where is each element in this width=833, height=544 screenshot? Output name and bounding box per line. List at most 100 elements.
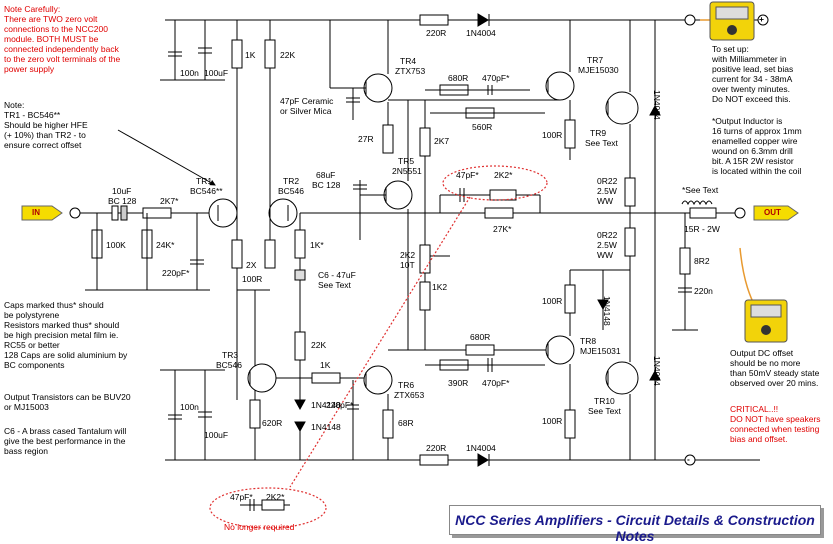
label-tr2-part: BC546 xyxy=(278,186,304,196)
label-r68r: 68R xyxy=(398,418,414,428)
label-pot: 2K2 xyxy=(400,250,416,260)
note-line: Should be higher HFE xyxy=(4,120,88,130)
note-c6: C6 - A brass cased Tantalum will give th… xyxy=(4,426,126,456)
note-line: Note Carefully: xyxy=(4,4,61,14)
label-tr7: TR7 xyxy=(587,55,604,65)
note-line: BC components xyxy=(4,360,65,370)
label-r0r22b: 0R22 xyxy=(597,230,618,240)
label-r100r-ltp: 100R xyxy=(242,274,263,284)
note-line: or MJ15003 xyxy=(4,402,49,412)
note-line: TR1 - BC546** xyxy=(4,110,61,120)
output-label: OUT xyxy=(764,208,781,217)
label-tr8-part: MJE15031 xyxy=(580,346,621,356)
label-c47s: 47pF* xyxy=(456,170,479,180)
note-line: 16 turns of approx 1mm xyxy=(712,126,802,136)
voltmeter-icon xyxy=(744,299,788,343)
label-r0r22a-type: WW xyxy=(597,196,614,206)
label-tr3: TR3 xyxy=(222,350,239,360)
wires xyxy=(69,13,769,511)
label-d4148b: 1N4148 xyxy=(311,422,341,432)
label-c470-top: 470pF* xyxy=(482,73,510,83)
label-tr7-part: MJE15030 xyxy=(578,65,619,75)
note-tr1: Note: TR1 - BC546** Should be higher HFE… xyxy=(4,100,88,150)
label-c470-bot: 470pF* xyxy=(482,378,510,388)
label-tr9-seetext: See Text xyxy=(585,138,618,148)
label-c100n-top: 100n xyxy=(180,68,199,78)
label-old-c: 47pF* xyxy=(230,492,253,502)
label-c100n-bot: 100n xyxy=(180,402,199,412)
label-r0r22a-watt: 2.5W xyxy=(597,186,617,196)
note-line: DO NOT have speakers xyxy=(730,414,821,424)
note-line: Caps marked thus* should xyxy=(4,300,104,310)
label-tr6-part: ZTX653 xyxy=(394,390,425,400)
note-line: should be no more xyxy=(730,358,801,368)
label-tr10-seetext: See Text xyxy=(588,406,621,416)
label-r27r: 27R xyxy=(358,134,374,144)
note-critical: CRITICAL..!! DO NOT have speakers connec… xyxy=(730,404,821,444)
label-d-top: 1N4004 xyxy=(466,28,496,38)
label-d4148a: 1N4148 xyxy=(311,400,341,410)
label-c47-ceramic: 47pF Ceramic xyxy=(280,96,334,106)
note-line: current for 34 - 38mA xyxy=(712,74,793,84)
label-tr4: TR4 xyxy=(400,56,417,66)
label-r100-tr9: 100R xyxy=(542,130,563,140)
label-d-right-bot: 1N4004 xyxy=(652,356,662,386)
note-line: ensure correct offset xyxy=(4,140,82,150)
note-line: with Milliammeter in xyxy=(712,54,787,64)
note-line: bass region xyxy=(4,446,48,456)
label-c6-seetext: See Text xyxy=(318,280,351,290)
label-r680-top: 680R xyxy=(448,73,469,83)
label-r8r2: 8R2 xyxy=(694,256,710,266)
no-longer-required-text: No longer required xyxy=(224,522,295,532)
label-old-r: 2K2* xyxy=(266,492,285,502)
note-line: CRITICAL..!! xyxy=(730,404,779,414)
label-c68: 68uF xyxy=(316,170,336,180)
label-plus-terminal: + xyxy=(759,14,764,24)
label-tr5-part: 2N5551 xyxy=(392,166,422,176)
note-line: positive lead, set bias xyxy=(712,64,794,74)
note-line: connections to the NCC200 xyxy=(4,24,108,34)
removed-network-pointer xyxy=(289,196,471,488)
label-tr8: TR8 xyxy=(580,336,597,346)
label-d-right-top: 1N4004 xyxy=(652,90,662,120)
label-r1ks: 1K* xyxy=(310,240,324,250)
label-tr1: TR1 xyxy=(196,176,213,186)
title-banner: NCC Series Amplifiers - Circuit Details … xyxy=(449,505,821,544)
label-pot-turns: 10T xyxy=(400,260,415,270)
note-inductor: *Output Inductor is 16 turns of approx 1… xyxy=(712,116,802,176)
label-tr10: TR10 xyxy=(594,396,615,406)
label-r15r: 15R - 2W xyxy=(684,224,720,234)
label-r2k2s: 2K2* xyxy=(494,170,513,180)
label-r0r22a: 0R22 xyxy=(597,176,618,186)
label-r2k7: 2K7 xyxy=(434,136,450,146)
note-line: power supply xyxy=(4,64,55,74)
label-c220p-b: 220pF* xyxy=(326,400,354,410)
label-r2x: 2X xyxy=(246,260,257,270)
label-r100k: 100K xyxy=(106,240,126,250)
note-line: Output DC offset xyxy=(730,348,794,358)
label-r0r22b-type: WW xyxy=(597,250,614,260)
note-line: observed over 20 mins. xyxy=(730,378,819,388)
label-r1k2: 1K2 xyxy=(432,282,448,292)
label-c220p: 220pF* xyxy=(162,268,190,278)
note-line: to the zero volt terminals of the xyxy=(4,54,121,64)
note-line: connected when testing xyxy=(730,424,820,434)
label-tr2: TR2 xyxy=(283,176,300,186)
note-line: connected independently back xyxy=(4,44,119,54)
note-caps: Caps marked thus* should be polystyrene … xyxy=(4,300,127,370)
note-line: Note: xyxy=(4,100,25,110)
note-line: be high precision metal film ie. xyxy=(4,330,119,340)
label-c100u-top: 100uF xyxy=(204,68,229,78)
label-tr5: TR5 xyxy=(398,156,415,166)
note-line: Output Transistors can be BUV20 xyxy=(4,392,131,402)
input-port-icon xyxy=(21,205,63,221)
note-line: give the best performance in the xyxy=(4,436,126,446)
note-line: RC55 or better xyxy=(4,340,60,350)
label-r100-tr8: 100R xyxy=(542,296,563,306)
label-r680-bot: 680R xyxy=(470,332,491,342)
note-line: bias and offset. xyxy=(730,434,788,444)
note-line: over twenty minutes. xyxy=(712,84,790,94)
label-c10u: 10uF xyxy=(112,186,132,196)
